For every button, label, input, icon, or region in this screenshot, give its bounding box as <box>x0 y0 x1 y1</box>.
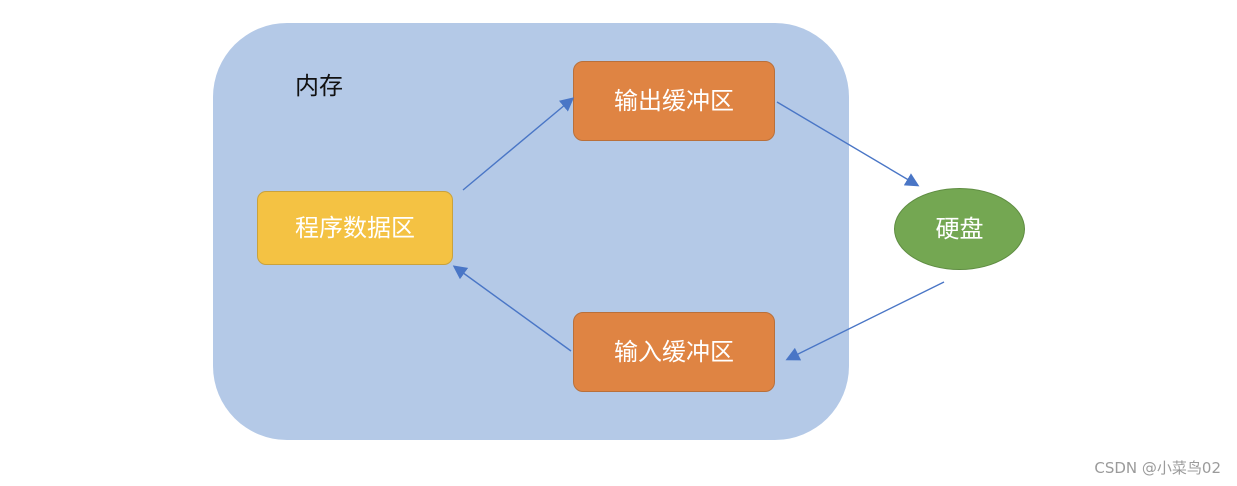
program-data-area-label: 程序数据区 <box>295 214 415 242</box>
csdn-watermark: CSDN @小菜鸟02 <box>1094 459 1221 477</box>
input-buffer-label: 输入缓冲区 <box>614 338 734 366</box>
arrow-output-to-disk <box>776 101 920 187</box>
arrow-input-to-program <box>452 265 572 352</box>
memory-label: 内存 <box>295 72 343 100</box>
arrow-disk-to-input <box>785 281 945 361</box>
disk-node: 硬盘 <box>894 188 1025 270</box>
arrow-program-to-output <box>462 97 575 191</box>
output-buffer-label: 输出缓冲区 <box>614 87 734 115</box>
disk-label: 硬盘 <box>935 215 984 243</box>
program-data-area-box: 程序数据区 <box>257 191 453 265</box>
input-buffer-box: 输入缓冲区 <box>573 312 775 392</box>
